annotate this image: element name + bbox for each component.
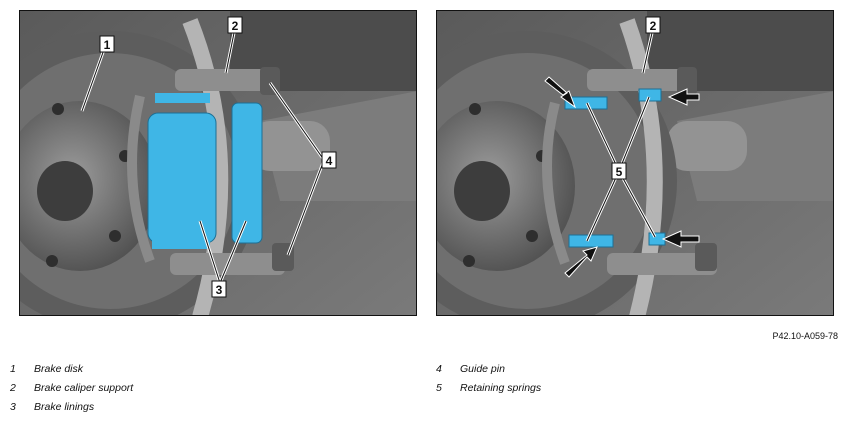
leader-line bbox=[199, 220, 247, 284]
axle-housing bbox=[677, 91, 833, 201]
leader-line bbox=[81, 43, 107, 112]
arrow-icon bbox=[544, 76, 577, 109]
piston-housing bbox=[667, 121, 747, 171]
legend-item: 1 Brake disk bbox=[10, 363, 133, 382]
brake-lining-outer bbox=[147, 112, 217, 244]
hub-center bbox=[37, 161, 93, 221]
svg-text:2: 2 bbox=[232, 19, 239, 33]
hub-center bbox=[454, 161, 510, 221]
disk-rim bbox=[619, 18, 663, 315]
caliper-arm bbox=[542, 101, 570, 265]
legend-item: 5 Retaining springs bbox=[436, 382, 541, 401]
bolt-hole bbox=[463, 255, 475, 267]
callout-4: 4 bbox=[321, 151, 337, 169]
caliper-support-upper bbox=[587, 69, 697, 91]
callout-2: 2 bbox=[645, 16, 661, 34]
callout-2: 2 bbox=[227, 16, 243, 34]
legend-column: 1 Brake disk 2 Brake caliper support 3 B… bbox=[10, 363, 133, 420]
bolt-hole bbox=[109, 230, 121, 242]
retaining-clip bbox=[155, 93, 210, 103]
legend-text: Guide pin bbox=[460, 363, 505, 375]
piston-housing bbox=[250, 121, 330, 171]
svg-text:3: 3 bbox=[216, 283, 223, 297]
legend-number: 4 bbox=[436, 363, 442, 375]
callout-3: 3 bbox=[211, 280, 227, 298]
figure-reference: P42.10-A059-78 bbox=[772, 331, 838, 341]
legend-item: 3 Brake linings bbox=[10, 401, 133, 420]
bolt-hole bbox=[46, 255, 58, 267]
arrow-icon bbox=[667, 88, 700, 106]
retaining-clip bbox=[152, 239, 210, 249]
brake-assembly-illustration-right: 2 5 bbox=[437, 11, 833, 315]
legend-text: Brake disk bbox=[34, 363, 84, 375]
right-illustration-panel: 2 5 bbox=[436, 10, 834, 316]
arrow-icon bbox=[564, 246, 598, 278]
caliper-support-lower bbox=[607, 253, 717, 275]
brake-lining-inner bbox=[231, 102, 263, 244]
retaining-spring-upper-right bbox=[638, 88, 662, 102]
leader-line bbox=[225, 32, 235, 74]
legend-text: Retaining springs bbox=[460, 382, 542, 394]
guide-pin-upper bbox=[677, 67, 697, 95]
bolt-hole bbox=[469, 103, 481, 115]
svg-text:5: 5 bbox=[616, 165, 623, 179]
legend-item: 2 Brake caliper support bbox=[10, 382, 133, 401]
legend-text: Brake linings bbox=[34, 401, 95, 413]
callout-1: 1 bbox=[99, 35, 115, 53]
legend-number: 5 bbox=[436, 382, 442, 394]
arrow-icon bbox=[661, 230, 700, 248]
caliper-support-upper bbox=[175, 69, 280, 91]
svg-text:2: 2 bbox=[650, 19, 657, 33]
left-illustration-panel: 1 2 3 4 bbox=[19, 10, 417, 316]
legend-column: 4 Guide pin 5 Retaining springs bbox=[436, 363, 541, 401]
legend-number: 3 bbox=[10, 401, 16, 413]
retaining-spring-lower-left bbox=[568, 234, 614, 248]
leader-line bbox=[269, 82, 325, 256]
callout-5: 5 bbox=[611, 162, 627, 180]
bolt-hole bbox=[526, 230, 538, 242]
retaining-spring-upper-left bbox=[564, 96, 608, 110]
svg-text:1: 1 bbox=[104, 38, 111, 52]
caliper-arm bbox=[127, 94, 155, 263]
brake-assembly-illustration-left: 1 2 3 4 bbox=[20, 11, 416, 315]
legend-item: 4 Guide pin bbox=[436, 363, 541, 382]
leader-line bbox=[642, 32, 653, 74]
leader-line bbox=[586, 96, 656, 242]
legend-number: 2 bbox=[10, 382, 16, 394]
bolt-hole bbox=[52, 103, 64, 115]
axle-housing bbox=[260, 91, 416, 201]
legend-text: Brake caliper support bbox=[34, 382, 134, 394]
legend-number: 1 bbox=[10, 363, 16, 375]
disk-rim bbox=[182, 18, 229, 315]
svg-text:4: 4 bbox=[326, 154, 333, 168]
guide-pin-lower bbox=[695, 243, 717, 271]
